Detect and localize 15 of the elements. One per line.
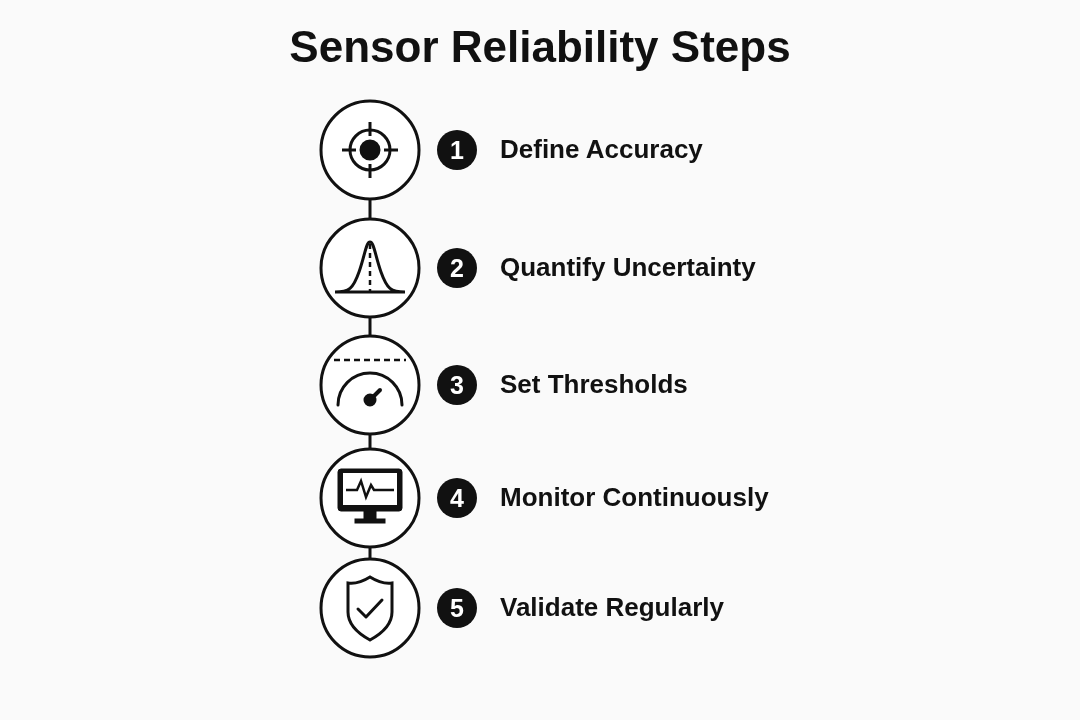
step-number-badge: 1 (437, 130, 477, 170)
connector-line (368, 200, 372, 218)
step-label: Quantify Uncertainty (500, 252, 756, 283)
step-label: Validate Regularly (500, 592, 724, 623)
connector-line (368, 548, 372, 558)
step-label: Define Accuracy (500, 134, 703, 165)
step-number-badge: 2 (437, 248, 477, 288)
title: Sensor Reliability Steps (288, 22, 792, 72)
connector-line (368, 435, 372, 448)
connector-line (368, 318, 372, 335)
step-number-badge: 5 (437, 588, 477, 628)
step-label: Monitor Continuously (500, 482, 769, 513)
step-label: Set Thresholds (500, 369, 688, 400)
step-number-badge: 4 (437, 478, 477, 518)
step-number-badge: 3 (437, 365, 477, 405)
